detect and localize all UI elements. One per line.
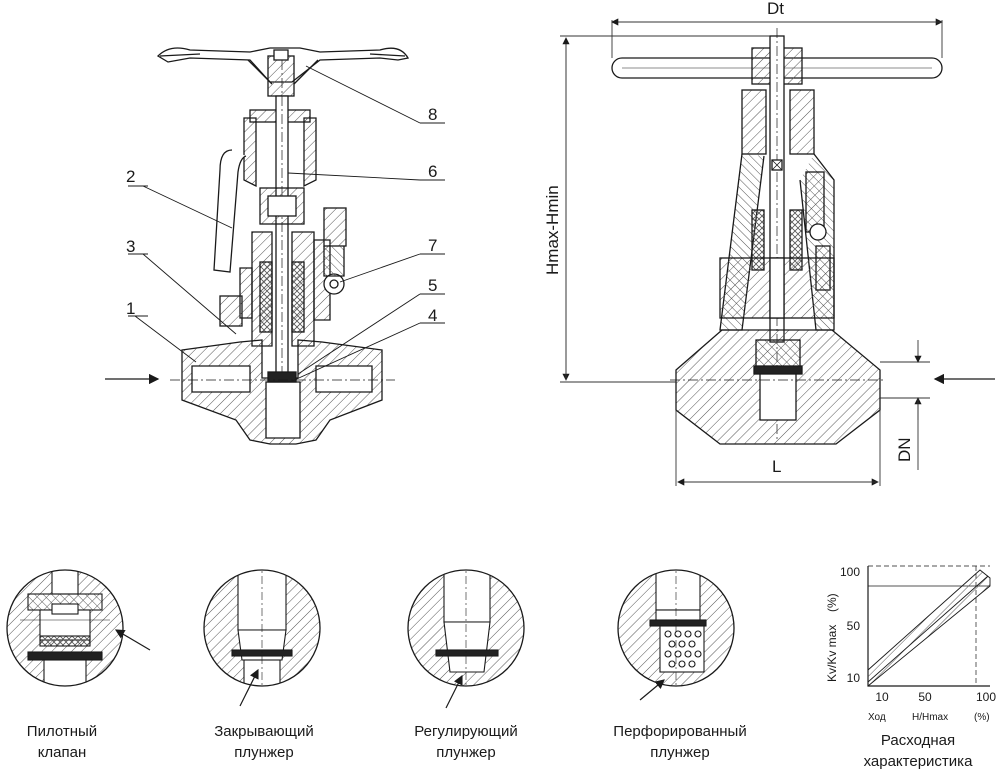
y-tick-100: 100: [840, 565, 860, 579]
y-tick-10: 10: [847, 671, 861, 685]
callout-3: 3: [126, 237, 135, 256]
caption-regulating-line2: плунжер: [436, 744, 495, 761]
caption-flow-line2: характеристика: [864, 753, 973, 770]
front-section-view: [105, 47, 445, 445]
flow-characteristic-chart: 100 50 10 (%) Kv/Kv max 10 50 100 Ход H/…: [825, 565, 996, 770]
caption-closing-line2: плунжер: [234, 744, 293, 761]
caption-flow-line1: Расходная: [881, 732, 955, 749]
caption-perforated-line1: Перфорированный: [613, 723, 746, 740]
dim-bore-label: DN: [895, 437, 914, 462]
caption-closing-line1: Закрывающий: [214, 723, 314, 740]
x-unit: (%): [974, 712, 990, 723]
x-label-hod: Ход: [868, 712, 886, 723]
x-tick-10: 10: [875, 690, 889, 704]
callout-5: 5: [428, 276, 437, 295]
dim-height-label: Hmax-Hmin: [543, 185, 562, 275]
detail-captions: Пилотный клапан Закрывающий плунжер Регу…: [27, 723, 747, 761]
x-label-h-hmax: H/Hmax: [912, 712, 948, 723]
detail-pilot-valve: [6, 569, 151, 687]
callout-7: 7: [428, 236, 437, 255]
callout-6: 6: [428, 162, 437, 181]
front-callouts: 1 2 3 4 5 6 7 8: [126, 105, 437, 325]
callout-4: 4: [428, 306, 437, 325]
callout-1: 1: [126, 299, 135, 318]
dim-length-label: L: [772, 457, 781, 476]
x-tick-50: 50: [918, 690, 932, 704]
x-tick-100: 100: [976, 690, 996, 704]
caption-regulating-line1: Регулирующий: [414, 723, 517, 740]
caption-perforated-line2: плунжер: [650, 744, 709, 761]
detail-perforated-plunger: [617, 569, 735, 701]
y-tick-50: 50: [847, 619, 861, 633]
caption-pilot-line1: Пилотный: [27, 723, 97, 740]
callout-8: 8: [428, 105, 437, 124]
detail-regulating-plunger: [407, 569, 525, 709]
caption-pilot-line2: клапан: [38, 744, 87, 761]
side-section-view: [611, 28, 995, 445]
side-dimensions: [560, 18, 943, 486]
callout-2: 2: [126, 167, 135, 186]
y-axis-label: Kv/Kv max: [825, 625, 839, 682]
y-unit: (%): [825, 593, 839, 612]
detail-closing-plunger: [203, 569, 321, 707]
dim-dt-label: Dt: [767, 0, 784, 18]
